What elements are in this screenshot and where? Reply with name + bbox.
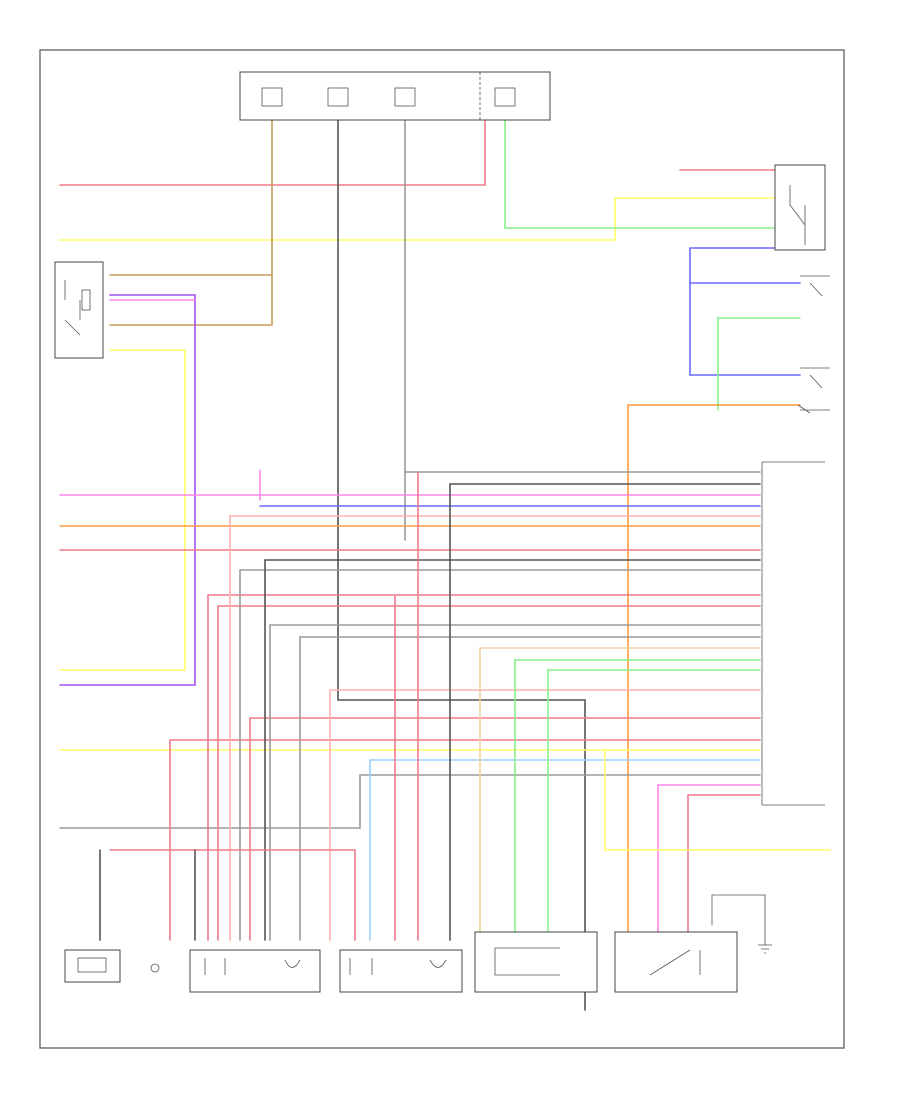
wire-dkgray-fuse2 bbox=[337, 119, 586, 1011]
left-relay-switch bbox=[64, 280, 81, 336]
wire-violet-relay bbox=[59, 294, 196, 686]
fuse-3 bbox=[394, 87, 416, 107]
right-lower-switches bbox=[797, 275, 830, 414]
right-upper-switch-box bbox=[774, 164, 826, 251]
wire-tan-fuse1 bbox=[109, 119, 273, 326]
actuator-5-element bbox=[494, 947, 560, 976]
switch-b-blade bbox=[809, 374, 823, 389]
wire-yellow-drop-21 bbox=[604, 749, 831, 851]
left-relay-coil bbox=[81, 289, 91, 311]
wire-yellow-top bbox=[59, 197, 776, 241]
diagram-frame bbox=[39, 49, 845, 1049]
actuator-3 bbox=[189, 949, 321, 993]
wire-blue-switch-a bbox=[689, 247, 801, 376]
actuator-6-box bbox=[614, 931, 738, 993]
ground-lead bbox=[711, 894, 766, 945]
wire-red-drop-22 bbox=[109, 849, 356, 941]
wire-red-top bbox=[59, 119, 486, 186]
wire-green-top bbox=[504, 119, 776, 229]
actuator-4-box bbox=[339, 949, 463, 993]
fuse-block bbox=[239, 71, 551, 121]
actuator-4 bbox=[339, 949, 463, 993]
fuse-2 bbox=[327, 87, 349, 107]
actuator-2 bbox=[150, 963, 160, 973]
switch-a-blade bbox=[809, 282, 823, 297]
actuator-4-motor bbox=[349, 958, 447, 975]
actuator-1-element bbox=[77, 957, 107, 973]
wire-orange-switch bbox=[627, 404, 801, 941]
actuator-5 bbox=[474, 931, 598, 993]
right-upper-switch-contacts bbox=[789, 185, 806, 245]
actuator-1 bbox=[64, 949, 121, 983]
fuse-1 bbox=[261, 87, 283, 107]
control-module bbox=[761, 461, 825, 806]
ground-symbol bbox=[711, 894, 772, 954]
switch-c-blade bbox=[797, 404, 811, 414]
actuator-1-box bbox=[64, 949, 121, 983]
actuator-5-box bbox=[474, 931, 598, 993]
wire-layer bbox=[59, 119, 831, 1011]
wire-yellow-relay bbox=[59, 349, 186, 671]
left-relay bbox=[54, 261, 104, 359]
left-relay-box bbox=[54, 261, 104, 359]
actuator-2-sensor bbox=[150, 963, 160, 973]
actuator-3-motor bbox=[204, 958, 301, 975]
wire-green-switch bbox=[717, 317, 801, 411]
ground-bars bbox=[758, 944, 772, 954]
right-upper-switch bbox=[774, 164, 826, 251]
wire-gray-bus-22 bbox=[59, 774, 761, 829]
actuator-6-switch bbox=[649, 949, 701, 976]
actuator-3-box bbox=[189, 949, 321, 993]
actuator-6 bbox=[614, 931, 738, 993]
fuse-4 bbox=[494, 87, 516, 107]
